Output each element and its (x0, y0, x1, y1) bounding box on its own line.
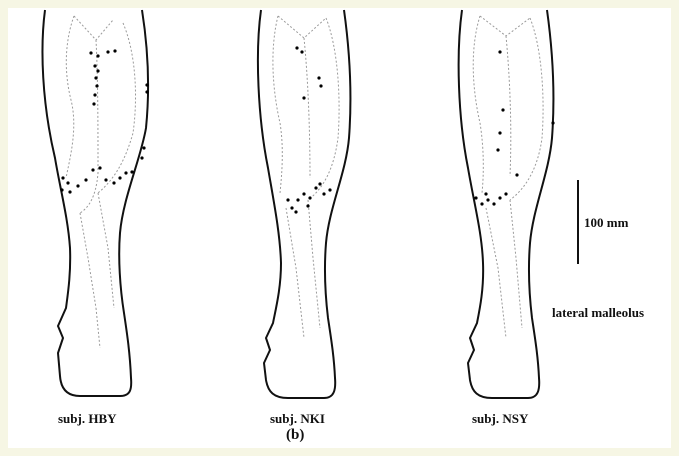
leg-diagram-nki (258, 10, 350, 398)
leg-outline (42, 10, 148, 396)
leg-diagrams (8, 8, 671, 448)
subject-label-hby: subj. HBY (58, 411, 117, 427)
muscle-contour (66, 16, 136, 348)
muscle-contour (273, 16, 339, 338)
subject-label-nki: subj. NKI (270, 411, 325, 427)
leg-diagram-nsy (459, 10, 555, 398)
figure-panel: 100 mm lateral malleolus subj. HBY subj.… (8, 8, 671, 448)
muscle-contour (473, 16, 543, 338)
figure-label: (b) (286, 427, 304, 444)
lateral-malleolus-label: lateral malleolus (552, 305, 644, 321)
leg-diagram-hby (42, 10, 148, 396)
marker-points (60, 49, 148, 193)
leg-outline (258, 10, 350, 398)
subject-label-nsy: subj. NSY (472, 411, 528, 427)
scale-bar-label: 100 mm (584, 215, 628, 231)
